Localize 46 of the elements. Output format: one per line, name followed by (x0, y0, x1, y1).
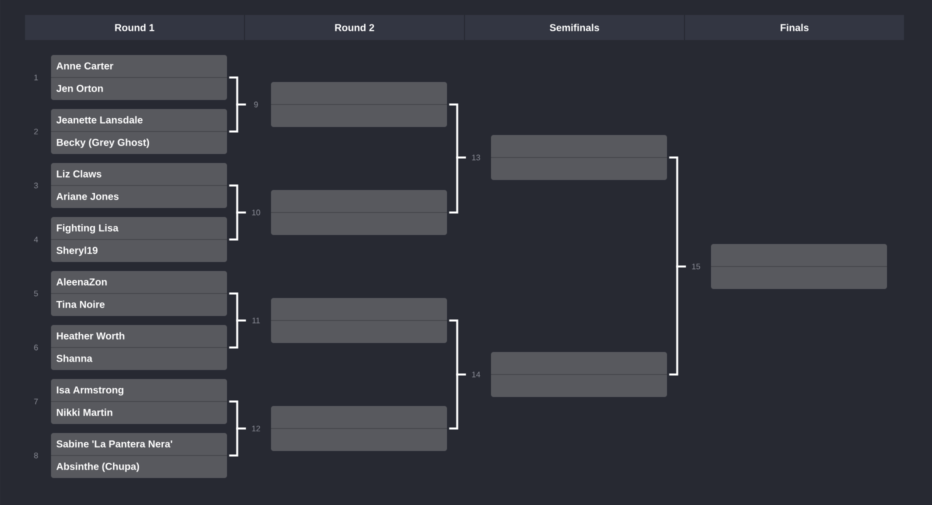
bracket-line (229, 428, 246, 456)
player-slot: Sabine 'La Pantera Nera' (51, 433, 227, 456)
player-slot: AleenaZon (51, 271, 227, 294)
match-number: 15 (692, 264, 700, 270)
match-number: 3 (34, 182, 38, 188)
player-slot: Tina Noire (50, 293, 228, 316)
bracket-line (449, 374, 466, 430)
match-number: 10 (252, 210, 260, 216)
player-slot: Fighting Lisa (51, 217, 227, 240)
player-slot: Absinthe (Chupa) (50, 455, 228, 478)
match-number: 4 (34, 236, 38, 242)
player-slot: Becky (Grey Ghost) (50, 131, 228, 154)
player-slot: Heather Worth (51, 325, 227, 348)
match-number: 11 (252, 318, 260, 324)
bracket-line (669, 266, 686, 376)
player-slot: Jen Orton (50, 77, 228, 100)
column-header: Round 1 (25, 15, 244, 40)
match-number: 9 (254, 102, 258, 108)
node-label: Finals (780, 24, 809, 32)
match-number: 7 (34, 398, 38, 404)
player-slot: Isa Armstrong (51, 379, 227, 402)
match-number: 12 (252, 426, 260, 432)
player-slot: Jeanette Lansdale (51, 109, 227, 132)
node-label: Round 1 (115, 24, 154, 32)
player-slot: Sheryl19 (50, 239, 228, 262)
player-slot: Anne Carter (51, 55, 227, 78)
node-label: Round 2 (335, 24, 374, 32)
match-number: 2 (34, 128, 38, 134)
column-header: Round 2 (245, 15, 464, 40)
match-number: 1 (34, 74, 38, 80)
bracket-line (229, 320, 246, 348)
match-number: 14 (472, 372, 480, 378)
player-slot: Nikki Martin (50, 401, 228, 424)
bracket-line (229, 212, 246, 240)
bracket-line (229, 104, 246, 132)
match-number: 8 (34, 452, 38, 458)
column-header: Semifinals (465, 15, 684, 40)
bracket-line (449, 156, 466, 214)
match-number: 6 (34, 344, 38, 350)
player-slot: Ariane Jones (50, 185, 228, 208)
node-label: Semifinals (550, 24, 600, 32)
match-number: 13 (472, 154, 480, 160)
player-slot: Shanna (50, 347, 228, 370)
column-header: Finals (685, 15, 904, 40)
match-number: 5 (34, 290, 38, 296)
player-slot: Liz Claws (51, 163, 227, 186)
